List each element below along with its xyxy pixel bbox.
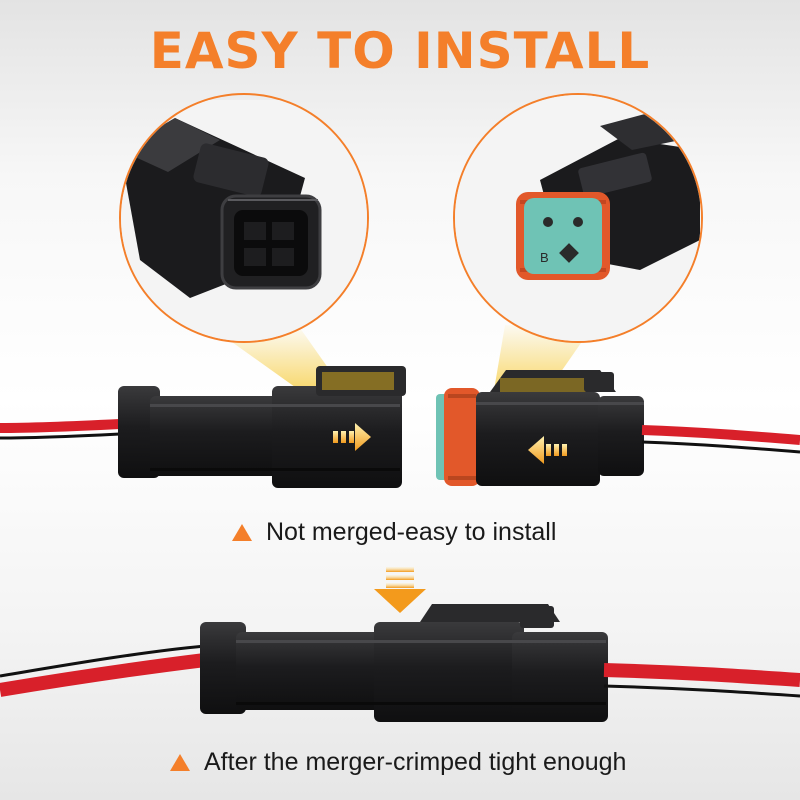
female-connector xyxy=(436,370,644,486)
warning-triangle-icon xyxy=(170,754,190,771)
wire-left-bottom xyxy=(0,644,206,697)
caption-merged-text: After the merger-crimped tight enough xyxy=(204,748,627,776)
wire-right-bottom xyxy=(603,663,800,698)
warning-triangle-icon xyxy=(232,524,252,541)
page-title: EASY TO INSTALL xyxy=(149,22,651,80)
arrow-right-icon xyxy=(333,423,371,451)
inset-letter: B xyxy=(540,250,549,265)
wire-right-top xyxy=(641,425,800,454)
male-connector xyxy=(118,366,406,488)
wire-left-top xyxy=(0,419,121,440)
caption-not-merged-text: Not merged-easy to install xyxy=(266,518,557,546)
caption-not-merged: Not merged-easy to install xyxy=(232,518,556,547)
arrow-down-icon xyxy=(374,567,426,613)
caption-merged: After the merger-crimped tight enough xyxy=(170,748,626,777)
arrow-left-icon xyxy=(528,436,567,464)
inset-female-connector: B xyxy=(453,93,703,343)
inset-male-connector xyxy=(119,93,369,343)
merged-connector xyxy=(200,604,608,722)
